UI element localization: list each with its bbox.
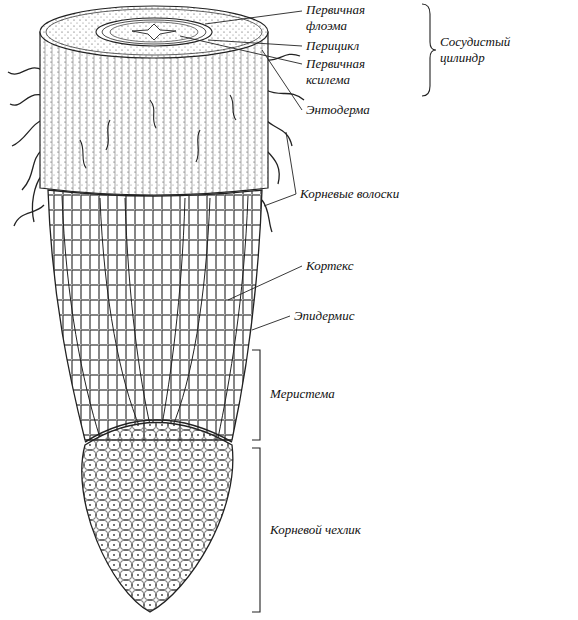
part-label: Первичная ксилема (306, 56, 386, 88)
part-label: Первичная флоэма (306, 2, 386, 34)
part-label: Сосудистый цилиндр (440, 34, 530, 66)
part-label: Кортекс (306, 258, 353, 274)
brackets (252, 4, 436, 612)
part-label: Энтодерма (306, 102, 370, 118)
part-label: Корневой чехлик (270, 522, 361, 538)
part-label: Меристема (270, 386, 335, 402)
leader-lines (180, 11, 302, 330)
part-label: Перицикл (306, 38, 359, 54)
part-label: Корневые волоски (300, 186, 399, 202)
part-label: Эпидермис (294, 308, 354, 324)
